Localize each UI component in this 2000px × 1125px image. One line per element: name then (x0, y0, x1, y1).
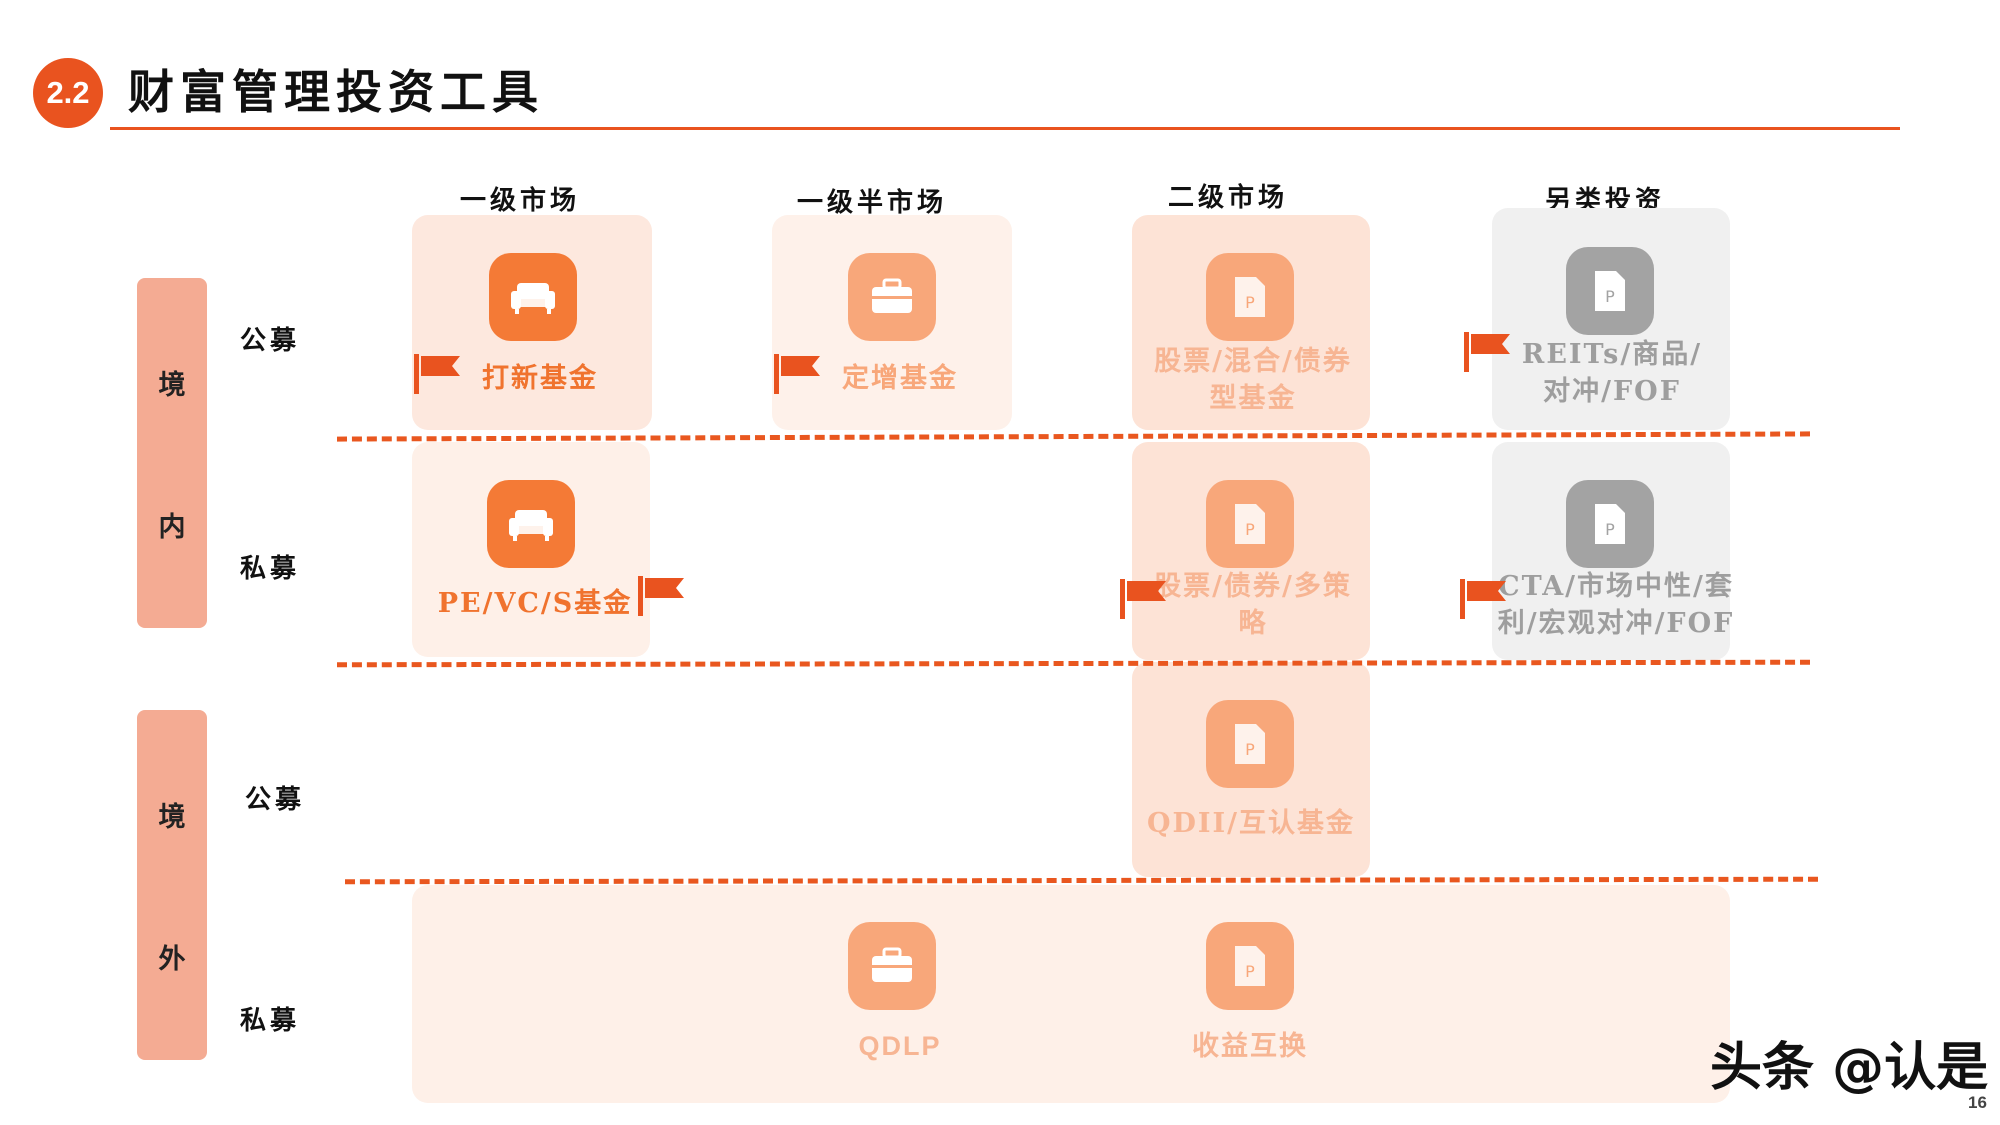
card-label-qdlp: QDLP (858, 1031, 942, 1061)
flag-icon (1464, 332, 1510, 372)
flag-icon (1460, 579, 1506, 619)
sofa-icon (489, 253, 577, 341)
card-label-private-placement-fund: 定增基金 (842, 363, 958, 394)
svg-text:P: P (1605, 287, 1615, 306)
card-label-stock-bond-multi: 股票/债券/多策略 (1154, 571, 1352, 639)
region-overseas-char-2: 外 (158, 944, 186, 975)
divider-domestic-public-private (336, 431, 1811, 442)
page-title: 财富管理投资工具 (128, 65, 544, 119)
column-header-semi-primary-market: 一级半市场 (796, 188, 947, 218)
svg-text:P: P (1605, 520, 1615, 539)
card-label-swap: 收益互换 (1192, 1031, 1308, 1062)
document-p-icon: P (1566, 247, 1654, 335)
region-overseas-char-1: 境 (158, 802, 186, 833)
title-underline (110, 127, 1900, 130)
card-label-pe-vc: PE/VC/S基金 (437, 588, 633, 619)
svg-text:P: P (1245, 293, 1255, 312)
divider-domestic-overseas (336, 659, 1811, 668)
svg-text:P: P (1245, 520, 1255, 539)
card-label-qdii: QDII/互认基金 (1146, 808, 1356, 839)
section-badge: 2.2 (33, 58, 103, 128)
watermark: 头条 @认是 (1710, 1038, 1989, 1098)
region-overseas: 境 外 (137, 710, 207, 1060)
sofa-icon (487, 480, 575, 568)
page-number: 16 (1968, 1093, 1987, 1112)
flag-icon (414, 354, 460, 394)
row-label-domestic-private: 私募 (240, 554, 301, 584)
row-label-domestic-public: 公募 (240, 326, 301, 356)
region-domestic-char-1: 境 (158, 370, 186, 401)
document-p-icon: P (1566, 480, 1654, 568)
card-label-ipo-fund: 打新基金 (482, 363, 598, 394)
divider-overseas-public-private (344, 876, 1819, 885)
document-p-icon: P (1206, 700, 1294, 788)
column-header-primary-market: 一级市场 (459, 186, 580, 216)
card-label-reits-fof: REITs/商品/对冲/FOF (1521, 339, 1703, 407)
briefcase-icon (848, 922, 936, 1010)
flag-icon (1120, 579, 1166, 619)
svg-text:P: P (1245, 962, 1255, 981)
document-p-icon: P (1206, 480, 1294, 568)
column-header-secondary-market: 二级市场 (1167, 183, 1288, 213)
flag-icon (638, 576, 684, 616)
svg-text:P: P (1245, 740, 1255, 759)
document-p-icon: P (1206, 253, 1294, 341)
region-domestic: 境 内 (137, 278, 207, 628)
region-domestic-char-2: 内 (158, 512, 186, 543)
card-label-stock-mixed-bond-fund: 股票/混合/债券型基金 (1154, 346, 1352, 414)
flag-icon (774, 354, 820, 394)
row-label-overseas-public: 公募 (245, 785, 306, 815)
briefcase-icon (848, 253, 936, 341)
row-label-overseas-private: 私募 (240, 1006, 301, 1036)
document-p-icon: P (1206, 922, 1294, 1010)
card-label-cta-macro: CTA/市场中性/套利/宏观对冲/FOF (1497, 571, 1735, 639)
card-overseas-private-band (412, 885, 1730, 1103)
